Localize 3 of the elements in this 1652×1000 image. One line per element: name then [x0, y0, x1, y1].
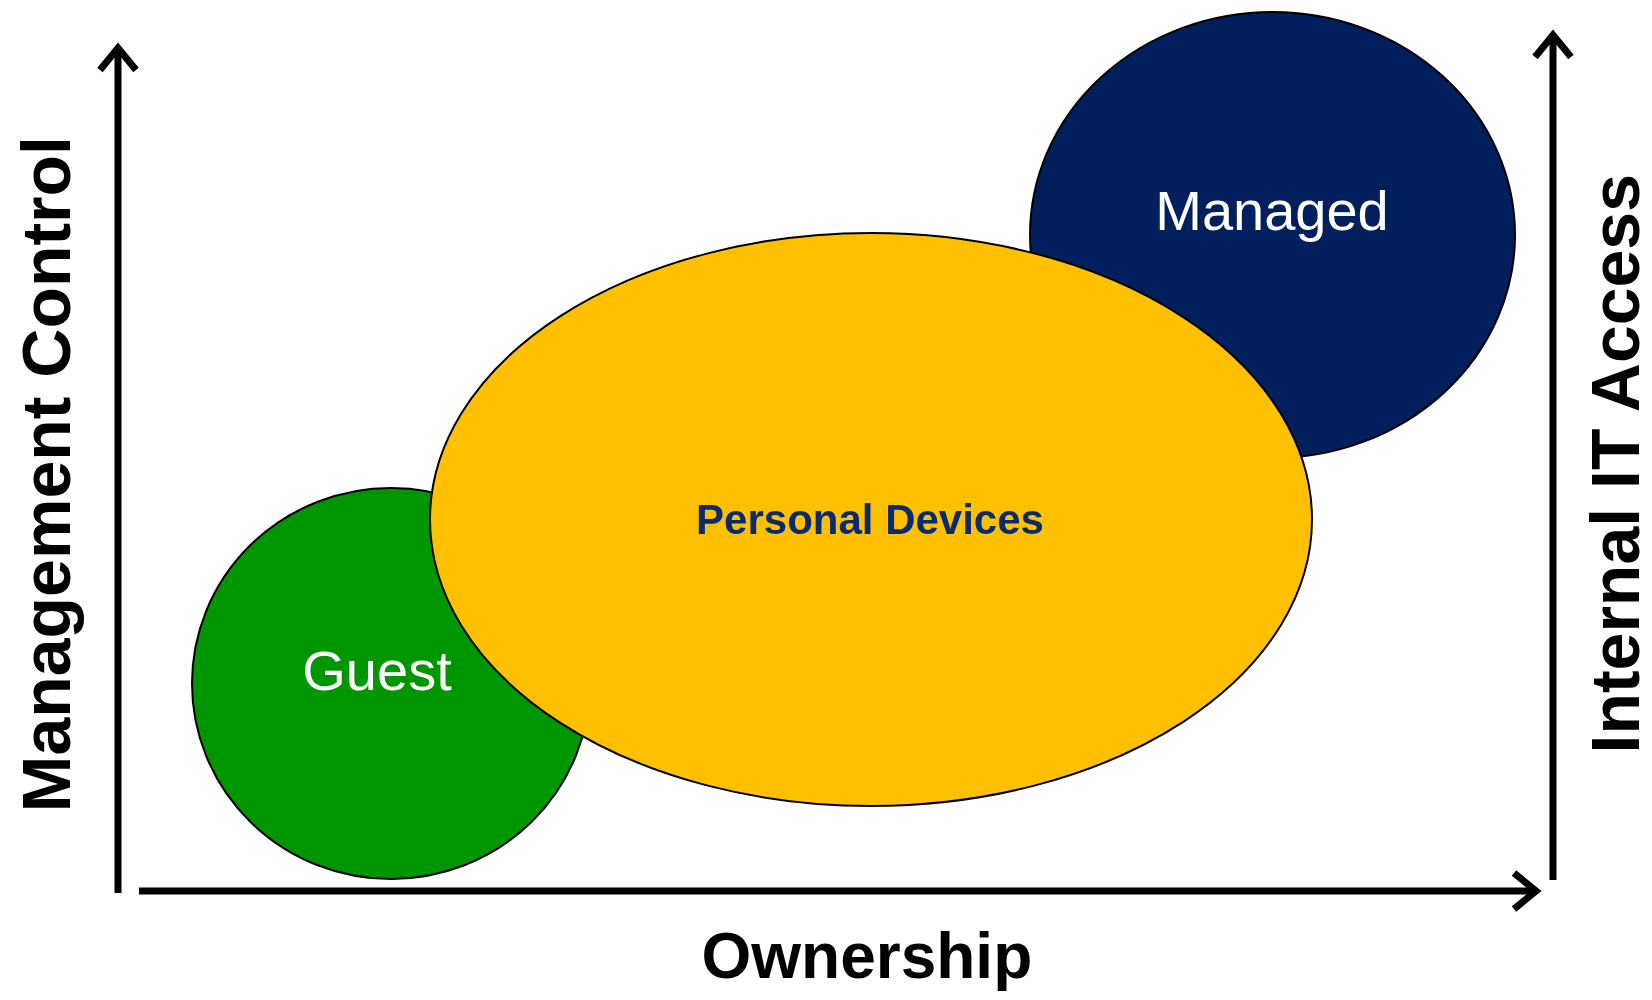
- axis-title: Internal IT Access: [1581, 174, 1649, 754]
- ellipse-label: Guest: [302, 643, 452, 699]
- ellipse-label: Personal Devices: [696, 499, 1044, 541]
